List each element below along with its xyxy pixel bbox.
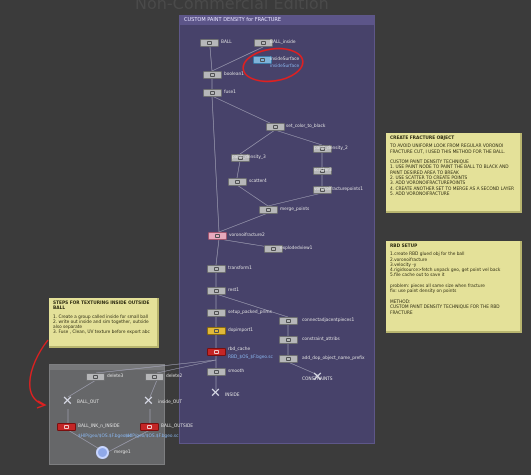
node-connectadjacentpieces[interactable] xyxy=(279,317,298,325)
sticky-note-texturing[interactable]: STEPS FOR TEXTURING INSIDE OUTSIDE BALL … xyxy=(49,298,159,348)
node-label-voronoifracture: voronoifracture2 xyxy=(229,233,265,238)
node-label-merge-points: merge_points xyxy=(280,207,310,212)
node-label-rbd-cache: rbd_cache xyxy=(228,347,251,352)
node-label-constraint-attribs: constraint_attribs xyxy=(302,337,340,342)
node-boolean1[interactable] xyxy=(203,71,222,79)
node-label-inside-out: inside_OUT xyxy=(158,400,183,405)
node-label-rest: rest1 xyxy=(228,288,239,293)
node-label-transform: transform1 xyxy=(228,266,252,271)
node-voronoifracturepoints[interactable] xyxy=(313,186,332,194)
sticky-fracture-body: TO AVOID UNIFORM LOOK FROM REGULAR VORON… xyxy=(390,144,515,197)
node-label-setup-packed-prims: setup_packed_prims xyxy=(228,310,272,315)
sticky-rbd-body: 1.create RBD glued obj for the ball 2.vo… xyxy=(390,252,501,316)
node-label-smooth: smooth xyxy=(228,369,245,374)
node-fuse1[interactable] xyxy=(203,89,222,97)
node-smooth[interactable] xyxy=(207,368,226,376)
node-rbd-cache[interactable] xyxy=(207,348,226,356)
node-label-inside-surface-group: insideSurface xyxy=(270,64,300,69)
node-ball-outside-cache[interactable] xyxy=(140,423,159,431)
sticky-note-rbd[interactable]: RBD SETUP 1.create RBD glued obj for the… xyxy=(386,241,522,333)
node-label-file-right: $HIP/geo/$OS.$F.bgeo.sc xyxy=(125,434,179,439)
node-label-ball: BALL xyxy=(221,40,232,45)
node-ball-inside[interactable] xyxy=(254,39,273,47)
node-paint-density-3[interactable] xyxy=(231,154,250,162)
node-scatter3[interactable] xyxy=(313,167,332,175)
node-setup-packed-prims[interactable] xyxy=(207,309,226,317)
node-constraints-null[interactable] xyxy=(312,370,324,385)
node-rest[interactable] xyxy=(207,287,226,295)
node-label-paint-density-3: paint_density_3 xyxy=(232,155,266,160)
node-label-merge1: merge1 xyxy=(114,450,131,455)
node-delete2[interactable] xyxy=(145,373,164,381)
node-label-ball-inside: BALL_inside xyxy=(270,40,296,45)
node-label-connectadjacentpieces: connectadjacentpieces1 xyxy=(302,318,355,323)
node-delete3[interactable] xyxy=(86,373,105,381)
node-label-constraints: CONSTRAINTS xyxy=(302,377,333,382)
node-inside-out-null[interactable] xyxy=(143,394,155,409)
node-label-add-dop-object-name-prefix: add_dop_object_name_prefix xyxy=(302,356,365,361)
node-set-color-to-black[interactable] xyxy=(266,123,285,131)
node-label-voronoifracturepoints: voronoifracturepoints1 xyxy=(314,187,363,192)
node-merge-points[interactable] xyxy=(259,206,278,214)
node-label-delete3: delete3 xyxy=(107,374,124,379)
sticky-texturing-body: 1. Create a group called inside for smal… xyxy=(53,314,150,336)
node-label-dopimport: dopimport1 xyxy=(228,328,254,333)
annotation-circle xyxy=(242,47,304,83)
network-box-export-header[interactable] xyxy=(50,365,164,370)
node-label-ball-out: BALL_OUT xyxy=(77,400,99,405)
node-label-scatter4: scatter4 xyxy=(249,179,267,184)
node-label-explodedview: explodedview1 xyxy=(280,246,313,251)
node-label-ball-outside: BALL_OUTSIDE xyxy=(161,424,193,429)
node-dopimport[interactable] xyxy=(207,327,226,335)
node-label-set-color-to-black: set_color_to_black xyxy=(286,124,326,129)
sticky-rbd-title: RBD SETUP xyxy=(390,244,418,249)
node-label-fuse1: fuse1 xyxy=(224,90,236,95)
node-inside-surface[interactable] xyxy=(253,56,272,64)
node-label-file-left: $HIP/geo/$OS.$F.bgeo.sc xyxy=(78,434,132,439)
node-transform[interactable] xyxy=(207,265,226,273)
node-explodedview[interactable] xyxy=(264,245,283,253)
sticky-texturing-title: STEPS FOR TEXTURING INSIDE OUTSIDE BALL xyxy=(53,301,150,312)
node-label-boolean1: boolean1 xyxy=(224,72,244,77)
annotation-arrow xyxy=(29,339,49,406)
node-voronoifracture[interactable] xyxy=(208,232,227,240)
node-label-rbd-cache-file: RBD_$OS_$F.bgeo.sc xyxy=(228,355,273,360)
node-label-inside: INSIDE xyxy=(225,393,240,398)
node-label-ball-ink-inside: BALL_INK_n_INSIDE xyxy=(78,424,120,429)
node-ball-out-null[interactable] xyxy=(62,394,74,409)
node-label-inside-surface: insideSurface xyxy=(270,57,300,62)
network-box-title[interactable]: CUSTOM PAINT DENSITY for FRACTURE xyxy=(180,16,374,25)
sticky-fracture-title: CREATE FRACTURE OBJECT xyxy=(390,136,455,141)
node-label-scatter3: scatter3 xyxy=(314,168,332,173)
node-label-delete2: delete2 xyxy=(166,374,183,379)
watermark: Non-Commercial Edition xyxy=(135,0,329,13)
node-constraint-attribs[interactable] xyxy=(279,336,298,344)
sticky-note-fracture[interactable]: CREATE FRACTURE OBJECT TO AVOID UNIFORM … xyxy=(386,133,522,213)
node-label-paint-density-2: paint_density_2 xyxy=(314,146,348,151)
node-ball-ink-inside-cache[interactable] xyxy=(57,423,76,431)
node-scatter4[interactable] xyxy=(228,178,247,186)
node-merge1[interactable] xyxy=(96,446,109,459)
node-add-dop-object-name-prefix[interactable] xyxy=(279,355,298,363)
node-ball[interactable] xyxy=(200,39,219,47)
node-paint-density-2[interactable] xyxy=(313,145,332,153)
node-inside-null[interactable] xyxy=(210,386,222,401)
